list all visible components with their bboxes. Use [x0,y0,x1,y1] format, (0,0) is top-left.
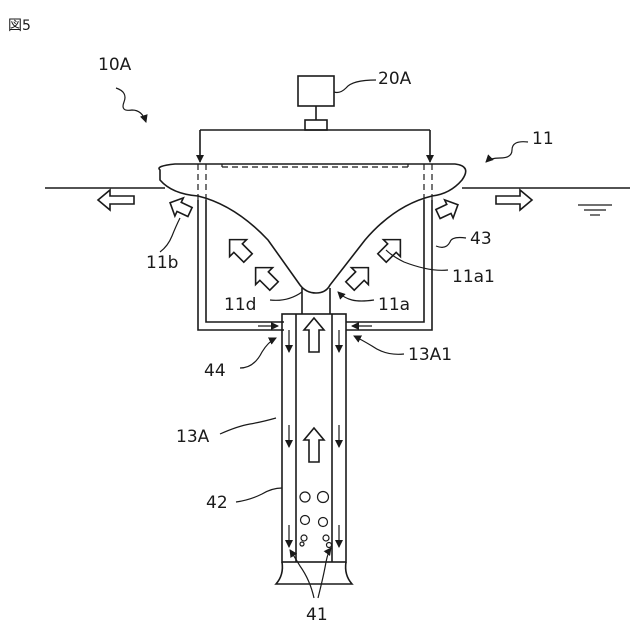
label-bubbles: 41 [306,605,328,625]
controller-box [298,76,334,106]
label-sloped-wall: 11a1 [452,267,495,287]
label-outlet: 11a [378,295,410,315]
label-pipe-inlet: 13A1 [408,345,452,365]
label-controller: 20A [378,69,412,89]
label-pipe-assembly: 13A [176,427,210,447]
upflow-arrow [304,428,324,462]
label-vessel: 11 [532,129,554,149]
label-riser-tube: 42 [206,493,228,513]
label-upper-lip: 11b [146,253,178,273]
leader-lines [116,80,528,598]
vessel-flow-arrows [166,194,462,295]
label-outer-pipe: 44 [204,361,226,381]
vessel-outline [159,164,466,293]
label-bottom: 11d [224,295,256,315]
pipe-flare [276,562,352,584]
water-level-symbol [578,205,612,215]
bubbles [300,492,332,548]
label-device: 10A [98,55,132,75]
outflow-arrow-left [98,190,134,210]
upflow-arrow [304,318,324,352]
outflow-arrow-right [496,190,532,210]
valve-junction [305,120,327,130]
label-return-pipe: 43 [470,229,492,249]
figure-label: 図5 [8,18,31,34]
